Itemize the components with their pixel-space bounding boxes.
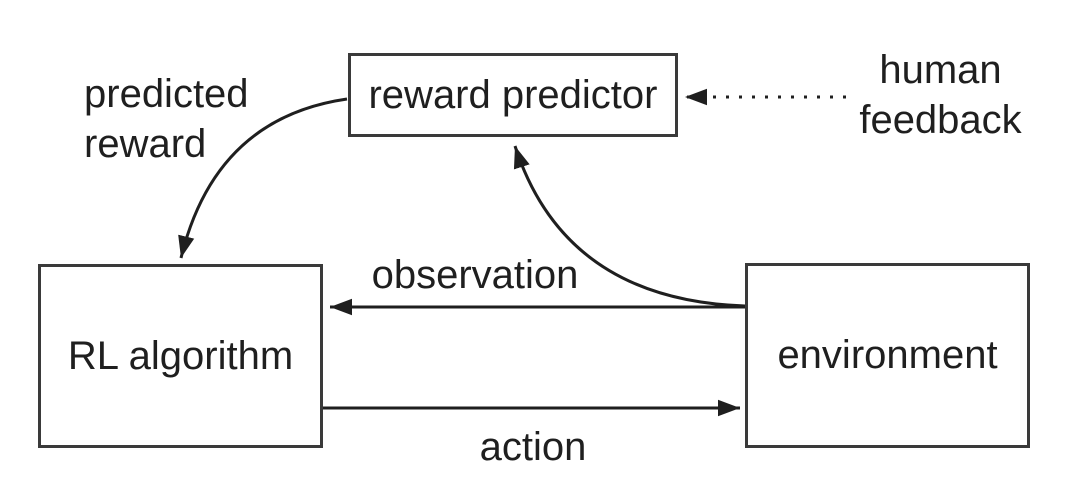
rl-algorithm-label: RL algorithm [67,333,294,378]
human-feedback-edge-label: human feedback [859,48,1022,142]
predicted-reward-edge-label: predicted reward [84,72,249,166]
observation-edge-label: observation [371,253,579,297]
node-environment: environment [745,263,1030,448]
predicted-reward-arrow [178,97,348,259]
environment-label: environment [777,333,998,377]
action-edge-label: action [479,425,587,469]
node-reward-predictor: reward predictor [348,53,678,137]
node-rl-algorithm: RL algorithm [38,264,323,448]
reward-predictor-label: reward predictor [368,72,658,117]
environment-to-predictor-arrow [513,145,746,308]
